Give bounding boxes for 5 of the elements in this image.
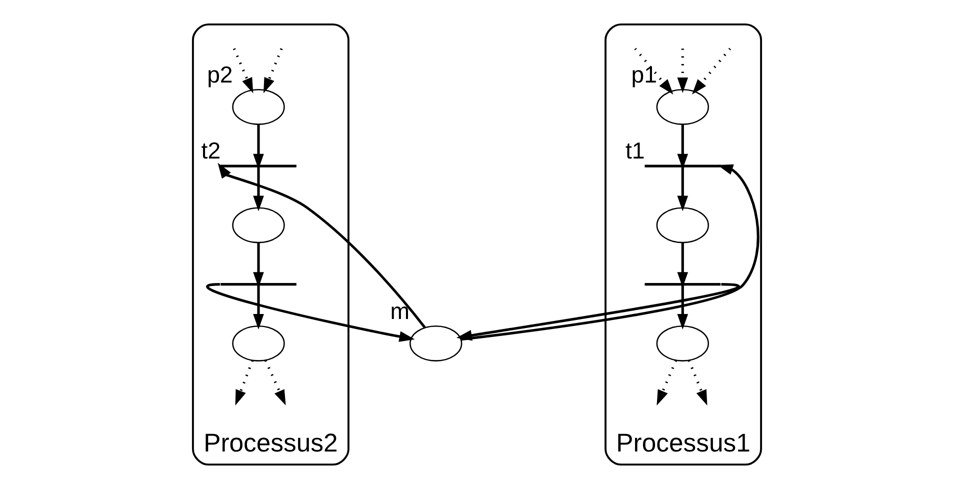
node-label: p1 [630,60,656,87]
node-label: p2 [206,60,232,87]
node-label: t2 [200,136,220,163]
node-label: m [390,297,410,324]
node-label: t1 [624,136,644,163]
